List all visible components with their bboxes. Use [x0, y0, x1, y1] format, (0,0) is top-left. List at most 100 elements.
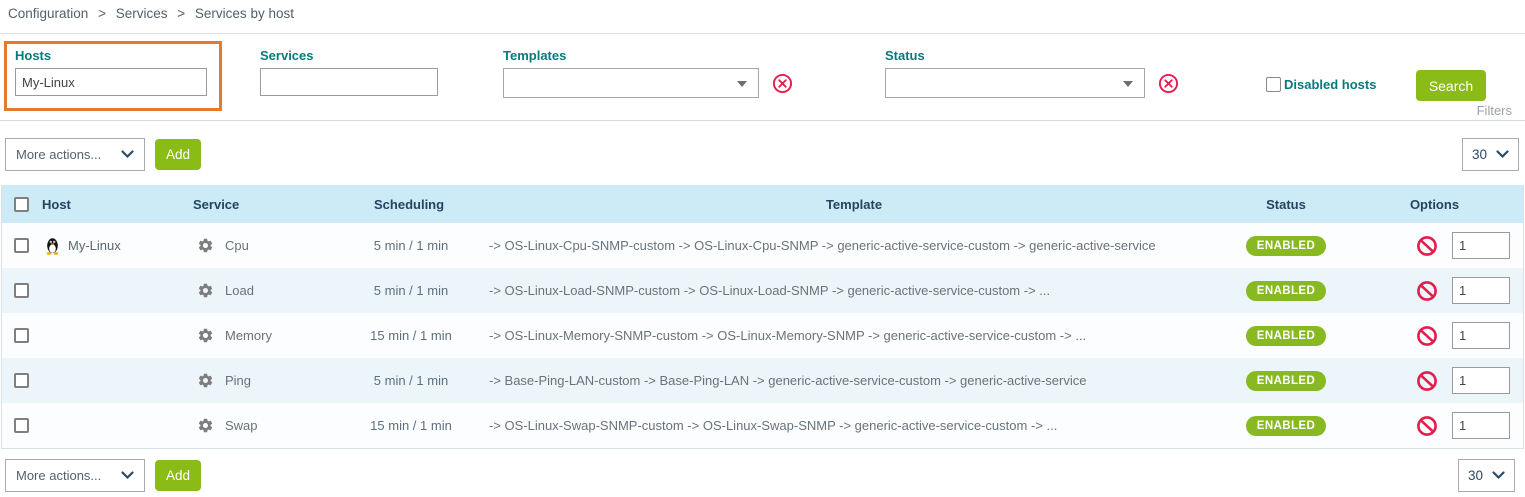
add-button[interactable]: Add: [155, 460, 201, 491]
host-cell[interactable]: My-Linux: [44, 237, 121, 255]
column-header-host[interactable]: Host: [42, 196, 71, 212]
table-row: Swap 15 min / 1 min -> OS-Linux-Swap-SNM…: [2, 403, 1523, 448]
row-checkbox[interactable]: [14, 373, 29, 388]
clear-templates-filter-icon[interactable]: [772, 73, 793, 94]
templates-label: Templates: [503, 48, 567, 63]
status-badge: ENABLED: [1245, 325, 1327, 346]
table-row: Memory 15 min / 1 min -> OS-Linux-Memory…: [2, 313, 1523, 358]
gear-icon: [198, 418, 213, 433]
service-name: Load: [225, 283, 254, 298]
status-badge: ENABLED: [1245, 280, 1327, 301]
gear-icon: [198, 238, 213, 253]
scheduling-cell: 5 min / 1 min: [373, 373, 449, 388]
disable-service-icon[interactable]: [1416, 325, 1438, 347]
hosts-label: Hosts: [15, 48, 52, 63]
gear-icon: [198, 328, 213, 343]
service-cell[interactable]: Swap: [190, 417, 370, 434]
services-filter-group: Services: [260, 48, 438, 96]
column-header-template: Template: [825, 196, 883, 212]
template-cell: -> OS-Linux-Memory-SNMP-custom -> OS-Lin…: [489, 328, 1087, 343]
chevron-down-icon: [121, 150, 134, 159]
host-cell[interactable]: [44, 327, 68, 345]
breadcrumb-separator: >: [98, 6, 106, 21]
page-size-select[interactable]: 30: [1458, 459, 1515, 492]
column-header-service[interactable]: Service: [193, 196, 240, 212]
duplicate-count-input[interactable]: [1452, 277, 1510, 304]
table-body: My-Linux Cpu 5 min / 1 min -> OS-Linux-C…: [2, 223, 1523, 448]
duplicate-count-input[interactable]: [1452, 322, 1510, 349]
service-cell[interactable]: Cpu: [190, 237, 370, 254]
row-checkbox[interactable]: [14, 418, 29, 433]
more-actions-select[interactable]: More actions...: [5, 138, 145, 171]
select-all-checkbox[interactable]: [14, 196, 29, 212]
disable-service-icon[interactable]: [1416, 280, 1438, 302]
breadcrumb-services-by-host: Services by host: [194, 6, 294, 21]
host-name: My-Linux: [68, 238, 121, 253]
more-actions-label: More actions...: [16, 468, 102, 483]
host-cell[interactable]: [44, 282, 68, 300]
scheduling-cell: 15 min / 1 min: [370, 418, 452, 433]
breadcrumb-configuration[interactable]: Configuration: [8, 6, 89, 21]
add-button[interactable]: Add: [155, 139, 201, 170]
row-checkbox[interactable]: [14, 238, 29, 253]
gear-icon: [198, 373, 213, 388]
service-cell[interactable]: Memory: [190, 327, 370, 344]
disable-service-icon[interactable]: [1416, 415, 1438, 437]
more-actions-label: More actions...: [16, 147, 102, 162]
status-badge: ENABLED: [1245, 415, 1327, 436]
filter-panel: Hosts Services Templates Status: [0, 33, 1525, 121]
chevron-down-icon: [1496, 150, 1509, 159]
host-cell[interactable]: [44, 372, 68, 390]
filters-panel-label: Filters: [1476, 103, 1512, 118]
status-badge: ENABLED: [1245, 235, 1327, 256]
row-checkbox[interactable]: [14, 283, 29, 298]
status-select[interactable]: [885, 68, 1145, 98]
services-input[interactable]: [260, 68, 438, 96]
breadcrumb-separator: >: [177, 6, 186, 21]
table-header-row: Host Service Scheduling Template Status …: [2, 185, 1523, 223]
status-label: Status: [885, 48, 925, 63]
caret-down-icon: [737, 81, 747, 87]
page-size-value: 30: [1468, 468, 1484, 483]
services-table: Host Service Scheduling Template Status …: [1, 185, 1524, 449]
bottom-toolbar: More actions... Add 30: [0, 459, 1525, 495]
page-size-value: 30: [1472, 147, 1488, 162]
host-cell[interactable]: [44, 417, 68, 435]
duplicate-count-input[interactable]: [1452, 232, 1510, 259]
disabled-hosts-toggle[interactable]: Disabled hosts: [1266, 77, 1376, 92]
status-filter-group: Status: [885, 48, 1179, 98]
hosts-input[interactable]: [15, 68, 207, 96]
linux-penguin-icon: [46, 237, 59, 255]
more-actions-select[interactable]: More actions...: [5, 459, 145, 492]
service-name: Swap: [225, 418, 258, 433]
top-toolbar: More actions... Add 30: [0, 138, 1525, 174]
status-badge: ENABLED: [1245, 370, 1327, 391]
column-header-status: Status: [1266, 196, 1306, 212]
templates-select[interactable]: [503, 68, 759, 98]
service-cell[interactable]: Load: [190, 282, 370, 299]
scheduling-cell: 15 min / 1 min: [370, 328, 452, 343]
template-cell: -> OS-Linux-Swap-SNMP-custom -> OS-Linux…: [489, 418, 1058, 433]
disable-service-icon[interactable]: [1416, 235, 1438, 257]
clear-status-filter-icon[interactable]: [1158, 73, 1179, 94]
chevron-down-icon: [121, 471, 134, 480]
template-cell: -> OS-Linux-Load-SNMP-custom -> OS-Linux…: [489, 283, 1051, 298]
template-cell: -> Base-Ping-LAN-custom -> Base-Ping-LAN…: [489, 373, 1087, 388]
breadcrumb-services[interactable]: Services: [115, 6, 168, 21]
disable-service-icon[interactable]: [1416, 370, 1438, 392]
disabled-hosts-checkbox[interactable]: [1266, 77, 1281, 92]
scheduling-cell: 5 min / 1 min: [373, 238, 449, 253]
service-cell[interactable]: Ping: [190, 372, 370, 389]
caret-down-icon: [1123, 81, 1133, 87]
table-row: Load 5 min / 1 min -> OS-Linux-Load-SNMP…: [2, 268, 1523, 313]
row-checkbox[interactable]: [14, 328, 29, 343]
duplicate-count-input[interactable]: [1452, 412, 1510, 439]
search-button[interactable]: Search: [1416, 70, 1486, 101]
duplicate-count-input[interactable]: [1452, 367, 1510, 394]
page-size-select[interactable]: 30: [1462, 138, 1519, 171]
service-name: Memory: [225, 328, 272, 343]
services-label: Services: [260, 48, 314, 63]
gear-icon: [198, 283, 213, 298]
disabled-hosts-label: Disabled hosts: [1284, 77, 1377, 92]
column-header-scheduling: Scheduling: [374, 196, 445, 212]
